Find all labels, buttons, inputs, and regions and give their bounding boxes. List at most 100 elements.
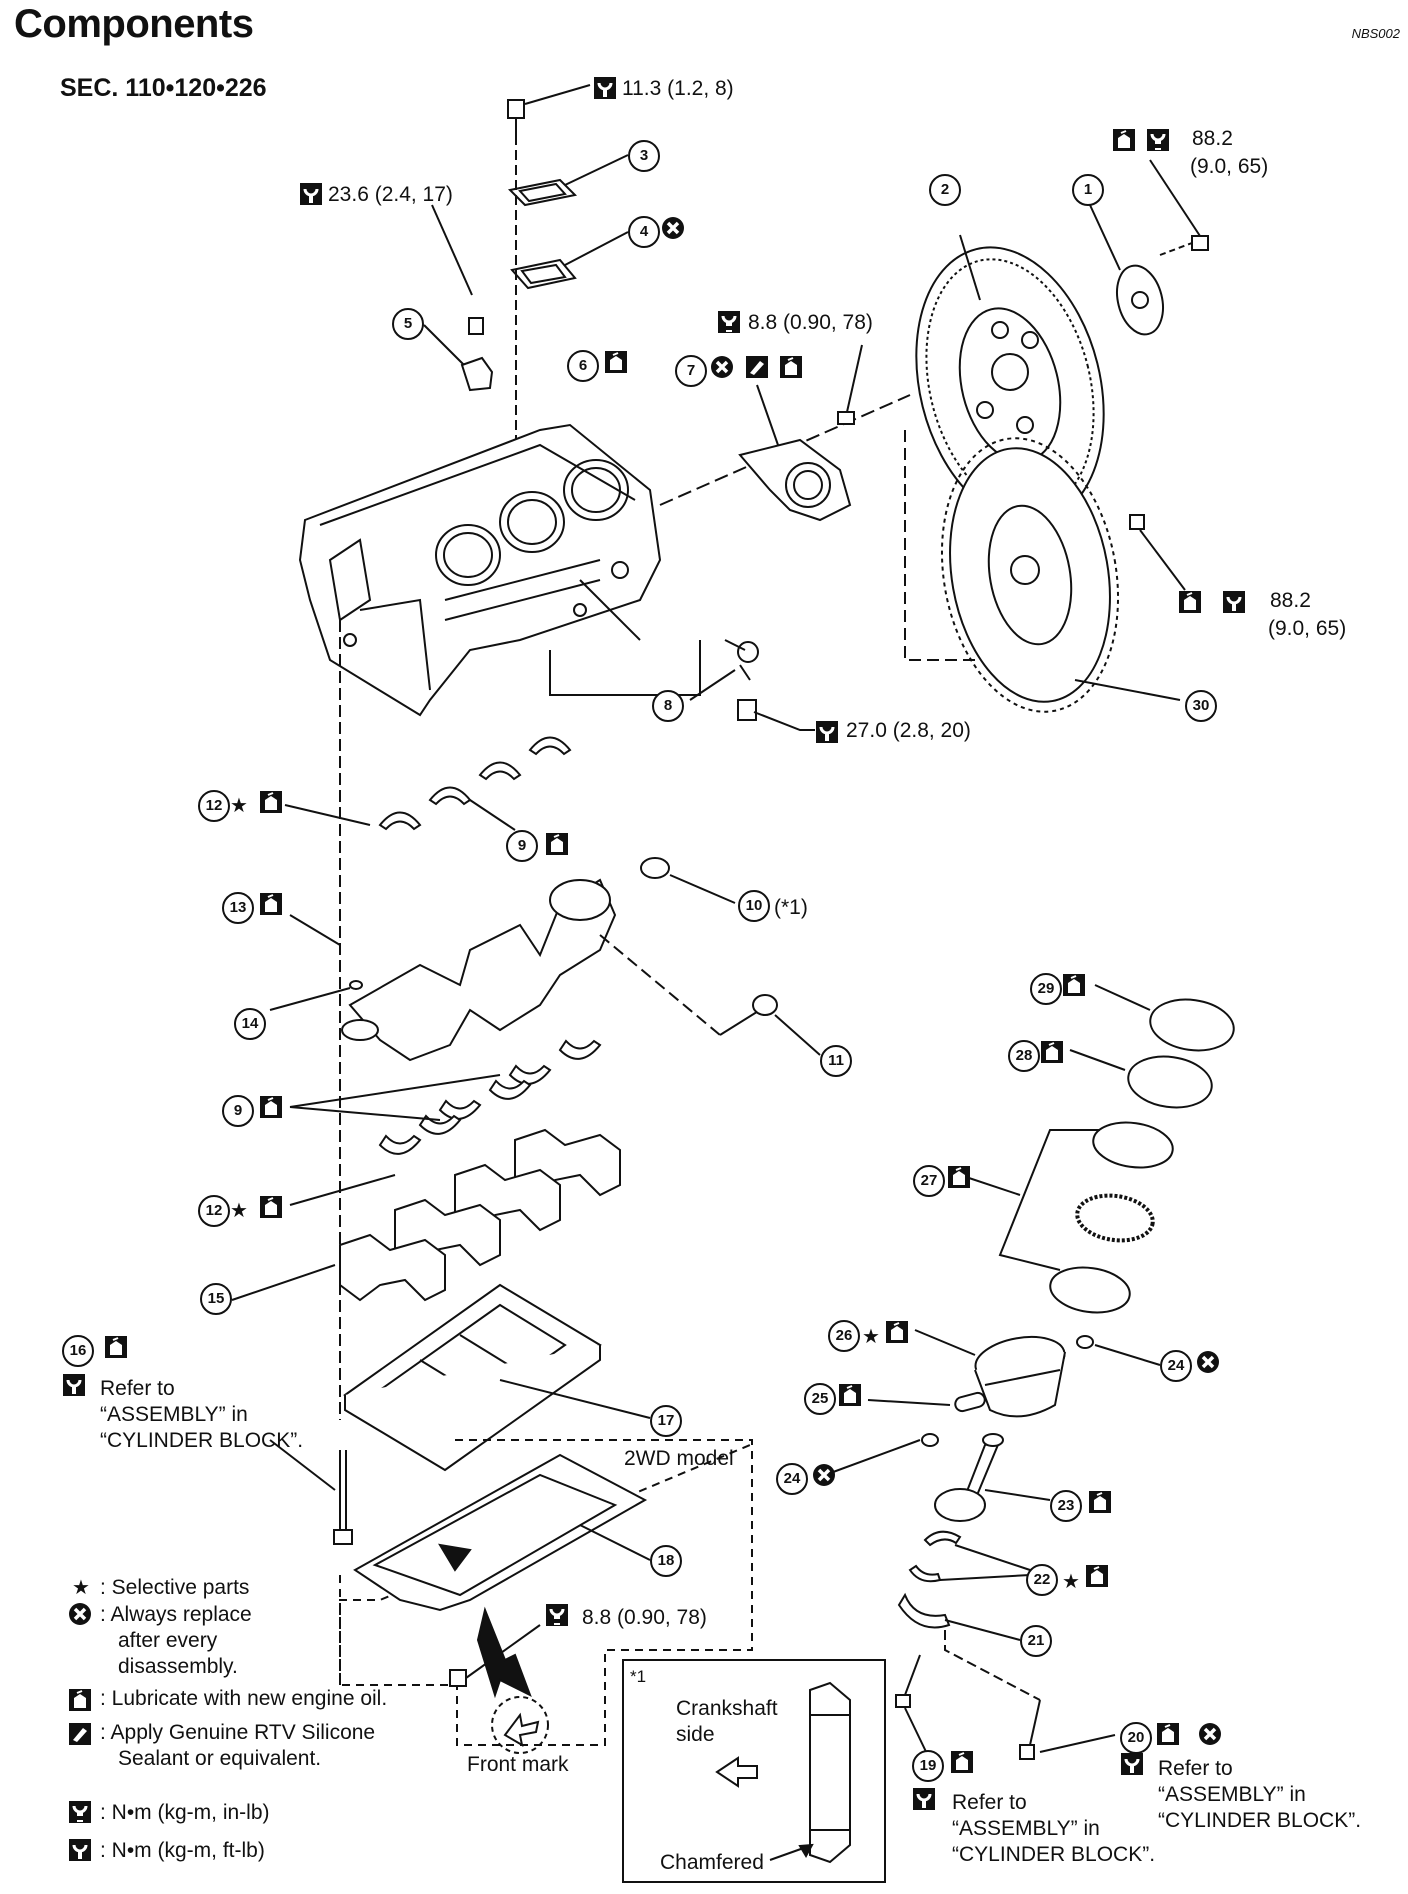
lubricate-oil-icon xyxy=(104,1335,128,1359)
oil-jet-8 xyxy=(724,639,759,681)
always-replace-icon xyxy=(67,1601,93,1627)
legend-selective: : Selective parts xyxy=(100,1576,250,1599)
leader-flywheel-torque xyxy=(1149,159,1201,237)
drive-bolt xyxy=(1129,514,1145,530)
lubricate-oil-icon xyxy=(259,1195,283,1219)
callout-7: 7 xyxy=(675,355,707,387)
lubricate-oil-icon xyxy=(1062,973,1086,997)
lubricate-oil-icon xyxy=(947,1165,971,1189)
callout-9-upper: 9 xyxy=(506,830,538,862)
inset-side-label: side xyxy=(676,1723,715,1746)
leader-15 xyxy=(231,1264,336,1301)
lubricate-oil-icon xyxy=(838,1383,862,1407)
callout-30: 30 xyxy=(1185,690,1217,722)
lubricate-oil-icon xyxy=(1178,590,1202,614)
leader-21 xyxy=(944,1619,1021,1641)
callout-9-lower: 9 xyxy=(222,1095,254,1127)
flywheel-bolt-dash xyxy=(1159,242,1193,256)
bracket-bolt xyxy=(468,317,484,335)
selective-star-icon: ★ xyxy=(1062,1571,1080,1593)
always-replace-icon xyxy=(660,215,686,241)
leader-drive-torque xyxy=(1139,529,1186,591)
callout-8: 8 xyxy=(652,690,684,722)
leader-30 xyxy=(1074,679,1181,701)
inset-frame xyxy=(622,1659,886,1883)
reinforcement-plate-1 xyxy=(1116,264,1164,336)
piston-ring-29 xyxy=(1149,998,1235,1052)
callout-22: 22 xyxy=(1026,1564,1058,1596)
callout-24-upper: 24 xyxy=(1160,1350,1192,1382)
selective-star-icon: ★ xyxy=(72,1577,90,1599)
lubricate-oil-icon xyxy=(1088,1490,1112,1514)
selective-star-icon: ★ xyxy=(230,1200,248,1222)
leader-9b-lower xyxy=(289,1106,441,1121)
callout-6: 6 xyxy=(567,350,599,382)
top-bolt-leader xyxy=(524,84,591,105)
snap-ring-24a xyxy=(1076,1335,1094,1349)
torque-bracket: 23.6 (2.4, 17) xyxy=(328,183,453,206)
lubricate-oil-icon xyxy=(545,832,569,856)
callout-21: 21 xyxy=(1020,1625,1052,1657)
callout-17: 17 xyxy=(650,1405,682,1437)
torque-wrench-icon xyxy=(814,719,840,745)
chamfer-arrowhead xyxy=(798,1843,814,1859)
upper-main-bearings xyxy=(378,736,572,831)
conrod-bearing-lower xyxy=(908,1564,942,1583)
legend-unit-inlb: : N•m (kg-m, in-lb) xyxy=(100,1801,270,1824)
callout-19: 19 xyxy=(912,1750,944,1782)
torque-top-bolt: 11.3 (1.2, 8) xyxy=(622,77,734,100)
top-bolt xyxy=(507,99,525,135)
front-mark-pointer xyxy=(476,1606,532,1699)
leader-10 xyxy=(669,874,736,904)
callout-24-lower: 24 xyxy=(776,1463,808,1495)
crank-direction-arrow xyxy=(715,1756,758,1788)
lubricate-oil-icon xyxy=(779,355,803,379)
piston-pin-25 xyxy=(954,1391,986,1413)
torque-flywheel: 88.2 xyxy=(1192,127,1233,150)
leader-23 xyxy=(984,1489,1051,1501)
connecting-rod xyxy=(934,1433,1004,1522)
leader-3 xyxy=(564,154,629,186)
callout-10-note: (*1) xyxy=(774,896,808,919)
lubricate-oil-icon xyxy=(950,1750,974,1774)
torque-wrench-icon xyxy=(298,181,324,207)
conrod-bolt-dash xyxy=(944,1630,1041,1701)
torque-seal: 8.8 (0.90, 78) xyxy=(748,311,873,334)
torque-wrench-icon xyxy=(544,1602,570,1628)
torque-wrench-icon xyxy=(1221,589,1247,615)
inset-marker: *1 xyxy=(630,1667,647,1686)
leader-8 xyxy=(689,669,736,701)
callout-10: 10 xyxy=(738,890,770,922)
gasket-3 xyxy=(507,178,578,207)
leader-25 xyxy=(867,1399,951,1406)
crank-axis-upper xyxy=(659,394,911,506)
gasket-4 xyxy=(510,258,577,290)
pilot-bushing-10 xyxy=(640,857,670,879)
rear-oil-seal-retainer xyxy=(738,438,852,522)
leader-29 xyxy=(1094,984,1151,1011)
callout-5: 5 xyxy=(392,308,424,340)
leader-22-upper xyxy=(954,1544,1031,1571)
front-mark-circle xyxy=(491,1696,549,1754)
conrod-nut-20 xyxy=(1019,1699,1041,1760)
note-19-line3: “CYLINDER BLOCK”. xyxy=(952,1843,1156,1866)
key-14 xyxy=(349,980,363,990)
torque-oilpan: 8.8 (0.90, 78) xyxy=(582,1606,707,1629)
note-16-line3: “CYLINDER BLOCK”. xyxy=(100,1429,304,1452)
legend-lubricate: : Lubricate with new engine oil. xyxy=(100,1687,388,1710)
callout-3: 3 xyxy=(628,140,660,172)
leader-6 xyxy=(579,579,641,641)
callout-18: 18 xyxy=(650,1545,682,1577)
lubricate-oil-icon xyxy=(259,790,283,814)
torque-wrench-icon xyxy=(1145,127,1171,153)
figure-code: NBS002 xyxy=(1351,26,1400,41)
piston-ring-28 xyxy=(1127,1055,1213,1109)
lubricate-oil-icon xyxy=(1112,128,1136,152)
lubricate-oil-icon xyxy=(604,350,628,374)
always-replace-icon xyxy=(709,354,735,380)
callout-4: 4 xyxy=(628,216,660,248)
callout-14: 14 xyxy=(234,1008,266,1040)
conrod-bearing-upper xyxy=(923,1530,962,1547)
legend-sealant-1: : Apply Genuine RTV Silicone xyxy=(100,1721,376,1744)
